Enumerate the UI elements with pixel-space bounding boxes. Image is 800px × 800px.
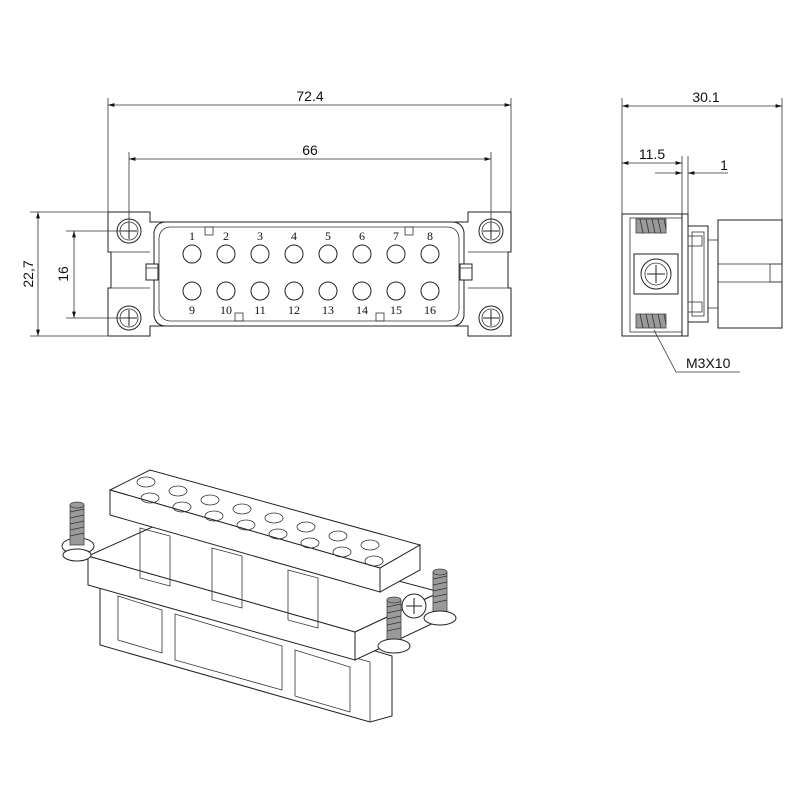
dim-screw-pitch-label: 66 xyxy=(302,142,318,158)
latch-right xyxy=(459,263,473,281)
pin-label-6: 6 xyxy=(359,229,365,243)
dim-overall-width: 72.4 xyxy=(107,88,512,212)
iso-screw-right-front xyxy=(377,596,411,654)
isometric-view xyxy=(61,469,457,723)
contact-insert xyxy=(153,221,465,327)
contact-hole-13 xyxy=(318,281,338,301)
contact-hole-16 xyxy=(420,281,440,301)
side-screw-bottom xyxy=(635,313,667,329)
dim-screw-pitch: 66 xyxy=(128,142,492,231)
pin-label-11: 11 xyxy=(254,303,266,317)
dim-flange-offset: 11.5 xyxy=(622,146,683,214)
contact-hole-12 xyxy=(284,281,304,301)
contact-hole-4 xyxy=(284,244,304,264)
dim-depth-label: 30.1 xyxy=(692,89,719,105)
pin-label-9: 9 xyxy=(189,303,195,317)
dim-flange-thickness-label: 1 xyxy=(720,157,728,173)
dim-overall-height: 22,7 xyxy=(20,211,108,337)
contact-hole-10 xyxy=(216,281,236,301)
contact-hole-2 xyxy=(216,244,236,264)
side-view: 30.1 11.5 1 xyxy=(621,89,783,373)
pin-label-15: 15 xyxy=(390,303,402,317)
pin-row-top: 1 2 3 4 5 6 7 8 xyxy=(182,229,440,264)
pin-label-2: 2 xyxy=(223,229,229,243)
side-center-screw-icon xyxy=(633,253,679,295)
dim-screw-pitch-vertical: 16 xyxy=(55,230,129,319)
side-insert xyxy=(687,225,709,323)
dim-overall-height-label: 22,7 xyxy=(20,260,36,287)
contact-hole-1 xyxy=(182,244,202,264)
pin-label-4: 4 xyxy=(291,229,297,243)
contact-hole-8 xyxy=(420,244,440,264)
coding-notch-top-right xyxy=(404,226,414,236)
contact-hole-14 xyxy=(352,281,372,301)
iso-center-screw-icon xyxy=(401,593,427,619)
pin-label-8: 8 xyxy=(427,229,433,243)
pin-label-1: 1 xyxy=(189,229,195,243)
contact-hole-5 xyxy=(318,244,338,264)
pin-label-3: 3 xyxy=(257,229,263,243)
coding-notch-top xyxy=(204,226,214,236)
pin-label-16: 16 xyxy=(424,303,436,317)
side-screw-top xyxy=(635,218,667,234)
pin-label-7: 7 xyxy=(393,229,399,243)
latch-left xyxy=(145,263,159,281)
pin-label-12: 12 xyxy=(288,303,300,317)
pin-label-5: 5 xyxy=(325,229,331,243)
pin-label-14: 14 xyxy=(356,303,368,317)
iso-screw-left xyxy=(61,501,95,562)
dim-flange-offset-label: 11.5 xyxy=(639,146,665,162)
screw-bottom-right xyxy=(478,305,504,331)
dim-screw-pitch-vertical-label: 16 xyxy=(55,266,71,282)
dim-overall-width-label: 72.4 xyxy=(296,88,323,104)
pin-row-bottom: 9 10 11 12 13 14 15 16 xyxy=(182,281,440,317)
dim-depth: 30.1 xyxy=(621,89,783,228)
contact-hole-9 xyxy=(182,281,202,301)
screw-callout-label: M3X10 xyxy=(686,355,731,371)
iso-screw-right-back xyxy=(423,568,457,626)
contact-hole-6 xyxy=(352,244,372,264)
contact-hole-3 xyxy=(250,244,270,264)
side-flange xyxy=(681,213,689,337)
dim-flange-thickness: 1 xyxy=(655,156,728,214)
side-contact-body xyxy=(717,219,783,329)
contact-hole-15 xyxy=(386,281,406,301)
contact-hole-11 xyxy=(250,281,270,301)
pin-label-10: 10 xyxy=(220,303,232,317)
iso-contact-holes xyxy=(136,476,384,567)
pin-label-13: 13 xyxy=(322,303,334,317)
coding-notch-bottom xyxy=(234,312,244,322)
screw-callout: M3X10 xyxy=(653,329,740,373)
contact-hole-7 xyxy=(386,244,406,264)
coding-notch-bottom-right xyxy=(375,312,385,322)
